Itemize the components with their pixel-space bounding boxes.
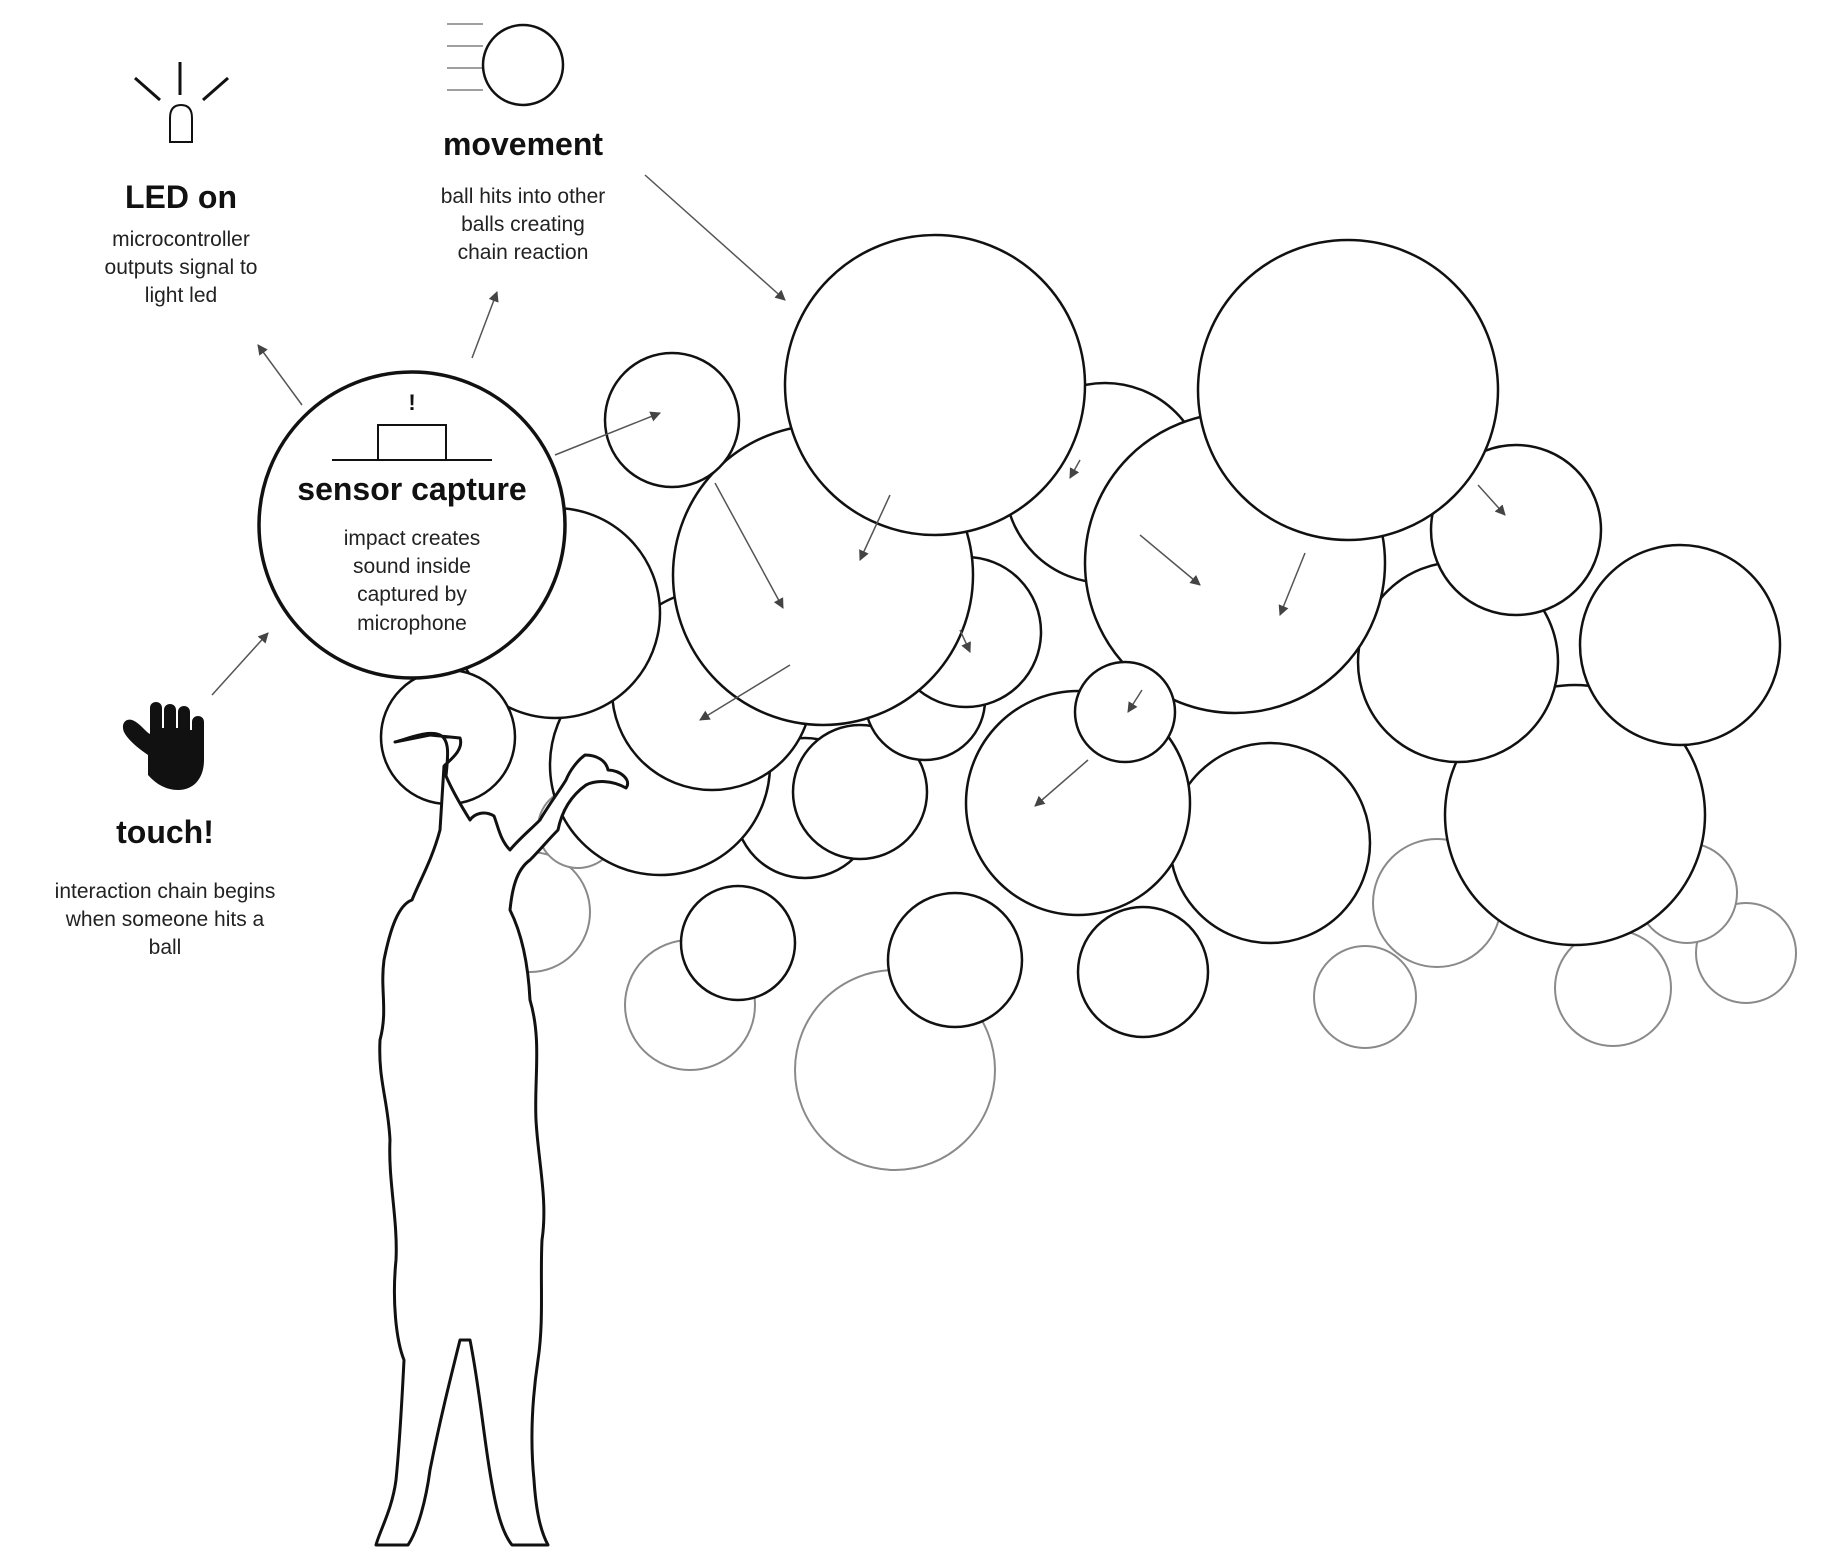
arrow-ball-chain-3	[699, 664, 791, 721]
ball	[1554, 929, 1672, 1047]
ball	[1168, 741, 1372, 945]
arrow-sensor-to-movement	[471, 291, 499, 359]
ball	[1073, 660, 1177, 764]
arrow-ball-chain-8	[1127, 689, 1143, 713]
led-light-icon	[134, 62, 229, 143]
sensor-capture-line-1: impact creates	[344, 527, 481, 550]
touch-line-1: interaction chain begins	[55, 880, 276, 903]
ball	[1578, 543, 1782, 747]
movement-line-3: chain reaction	[458, 241, 589, 264]
arrow-ball-chain-9	[1034, 759, 1089, 807]
arrow-movement-to-ball	[644, 174, 786, 301]
touch-title: touch!	[116, 814, 214, 850]
ball	[1076, 905, 1210, 1039]
sensor-capture-line-2: sound inside	[353, 555, 471, 578]
ball	[1429, 443, 1603, 617]
movement-line-1: ball hits into other	[441, 185, 606, 208]
arrow-sensor-to-led	[257, 344, 303, 406]
foreground-balls	[379, 233, 1782, 1039]
sensor-capture-ball	[257, 370, 567, 680]
sensor-capture-line-3: captured by	[357, 583, 467, 606]
movement-title: movement	[443, 126, 603, 162]
child-silhouette	[374, 731, 629, 1547]
ball	[1196, 238, 1500, 542]
ball	[791, 723, 929, 861]
arrow-ball-chain-10	[959, 629, 971, 653]
arrow-ball-chain-5	[1139, 534, 1201, 586]
sensor-alert-mark: !	[408, 390, 415, 415]
led-on-line-2: outputs signal to	[105, 256, 258, 279]
ball	[783, 233, 1087, 537]
sensor-capture-line-4: microphone	[357, 612, 467, 635]
led-on-title: LED on	[125, 179, 237, 215]
arrow-sensor-to-ball	[554, 411, 661, 456]
arrow-touch-to-sensor	[211, 632, 269, 696]
flow-arrows	[211, 174, 1506, 807]
touch-line-3: ball	[149, 936, 182, 959]
arrow-ball-chain-6	[1278, 552, 1306, 616]
led-on-line-1: microcontroller	[112, 228, 250, 251]
arrow-ball-chain-4	[1069, 459, 1081, 479]
arrow-ball-chain-2	[859, 494, 891, 561]
led-on-line-3: light led	[145, 284, 217, 307]
sensor-capture-title: sensor capture	[297, 471, 526, 507]
ball	[679, 884, 797, 1002]
ball	[1313, 945, 1417, 1049]
ball	[603, 351, 741, 489]
moving-ball-icon	[447, 23, 565, 107]
ball	[1443, 683, 1707, 947]
ball	[886, 891, 1024, 1029]
touch-line-2: when someone hits a	[65, 908, 265, 931]
arrow-ball-chain-1	[714, 482, 784, 609]
movement-line-2: balls creating	[461, 213, 585, 236]
hand-icon	[122, 702, 204, 790]
sensor-icon	[332, 424, 492, 461]
arrow-ball-chain-7	[1477, 484, 1506, 516]
